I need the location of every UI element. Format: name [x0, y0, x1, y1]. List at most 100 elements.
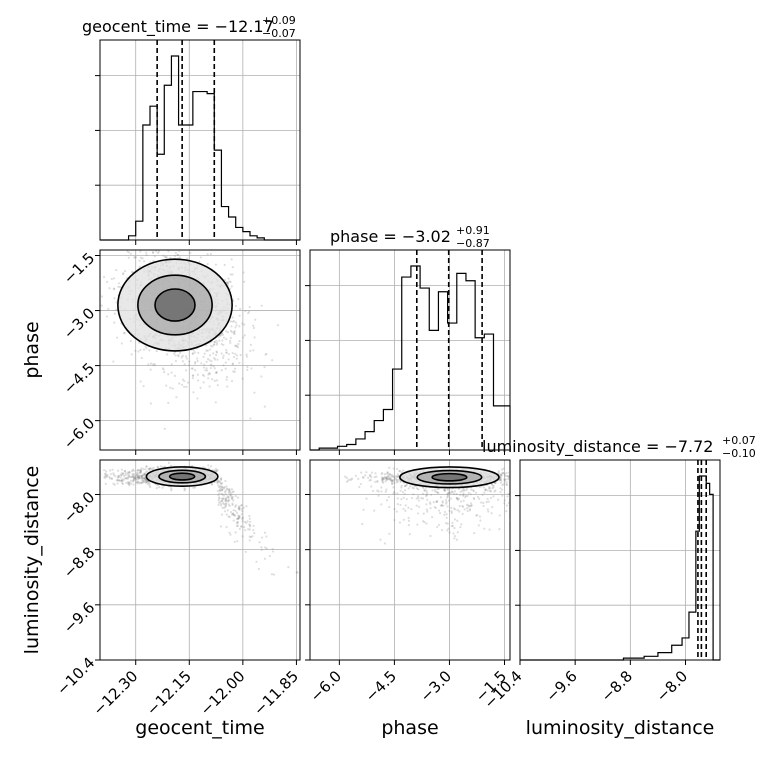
sample-point	[236, 540, 239, 543]
sample-point	[122, 272, 125, 275]
y-tick-label: −4.5	[60, 359, 98, 397]
sample-point	[524, 520, 526, 522]
sample-point	[188, 360, 191, 363]
sample-point	[232, 370, 235, 373]
sample-point	[425, 491, 429, 494]
sample-point	[434, 488, 437, 491]
sample-point	[248, 305, 251, 309]
sample-point	[287, 566, 290, 569]
sample-point	[389, 478, 392, 481]
sample-point	[491, 506, 494, 509]
sample-point	[253, 391, 256, 394]
sample-point	[162, 241, 164, 243]
sample-point	[237, 517, 240, 521]
sample-point	[505, 504, 509, 507]
sample-point	[497, 471, 500, 474]
title-lower-error: −0.07	[262, 27, 296, 40]
sample-point	[100, 479, 102, 483]
sample-point	[205, 349, 208, 352]
sample-point	[506, 495, 509, 498]
title-upper-error: +0.07	[722, 434, 756, 447]
sample-point	[258, 541, 261, 544]
sample-point	[116, 476, 119, 479]
sample-point	[213, 358, 217, 361]
sample-point	[123, 469, 127, 473]
sample-point	[177, 355, 180, 358]
sample-point	[399, 480, 402, 484]
sample-point	[215, 350, 218, 353]
sample-point	[501, 471, 505, 474]
sample-point	[171, 387, 174, 390]
sample-point	[219, 502, 222, 505]
sample-point	[243, 520, 247, 524]
sample-point	[232, 513, 235, 516]
sample-point	[461, 504, 464, 508]
sample-point	[435, 490, 438, 493]
sample-point	[193, 351, 196, 354]
sample-point	[233, 514, 236, 517]
sample-point	[400, 484, 403, 487]
sample-point	[416, 512, 420, 515]
sample-point	[104, 476, 107, 479]
grid	[100, 460, 300, 660]
y-tick-label: −9.6	[60, 598, 98, 636]
sample-point	[250, 367, 253, 370]
sample-point	[165, 384, 168, 387]
sample-point	[462, 489, 465, 492]
sample-point	[487, 500, 490, 503]
sample-point	[469, 502, 473, 505]
sample-point	[208, 385, 211, 388]
sample-point	[144, 477, 147, 481]
sample-point	[209, 366, 212, 370]
sample-point	[170, 363, 173, 366]
sample-point	[381, 471, 384, 475]
sample-point	[458, 510, 461, 513]
sample-point	[435, 500, 438, 503]
sample-point	[112, 277, 116, 280]
sample-point	[425, 493, 428, 496]
sample-point	[445, 500, 448, 504]
sample-point	[219, 500, 222, 503]
sample-point	[451, 491, 454, 494]
sample-point	[238, 325, 241, 328]
sample-point	[143, 478, 147, 482]
sample-point	[376, 489, 379, 492]
sample-point	[206, 357, 210, 361]
sample-point	[241, 322, 244, 325]
sample-point	[132, 474, 135, 477]
sample-point	[136, 469, 140, 472]
sample-point	[132, 479, 135, 482]
sample-point	[141, 476, 144, 479]
contour-level	[154, 288, 196, 322]
sample-point	[117, 285, 120, 288]
sample-point	[260, 546, 263, 549]
sample-point	[208, 354, 212, 357]
sample-point	[388, 476, 391, 479]
sample-point	[486, 497, 489, 501]
sample-point	[446, 487, 449, 491]
sample-point	[148, 467, 151, 470]
sample-point	[463, 508, 466, 511]
sample-point	[430, 516, 434, 519]
sample-point	[129, 252, 133, 255]
sample-point	[137, 476, 140, 480]
sample-point	[126, 473, 129, 476]
sample-point	[439, 496, 442, 499]
sample-point	[238, 340, 241, 343]
sample-point	[165, 256, 168, 259]
sample-point	[220, 485, 223, 488]
sample-point	[425, 489, 428, 492]
sample-point	[404, 509, 407, 512]
sample-point	[445, 502, 448, 505]
sample-point	[425, 508, 428, 511]
sample-point	[435, 500, 439, 503]
sample-point	[123, 332, 126, 335]
sample-point	[222, 502, 225, 505]
sample-point	[446, 495, 450, 498]
sample-point	[144, 345, 147, 348]
x-tick-label: −8.8	[598, 667, 636, 705]
sample-point	[463, 489, 467, 492]
sample-point	[388, 478, 391, 481]
sample-point	[219, 482, 222, 485]
sample-point	[143, 477, 146, 480]
